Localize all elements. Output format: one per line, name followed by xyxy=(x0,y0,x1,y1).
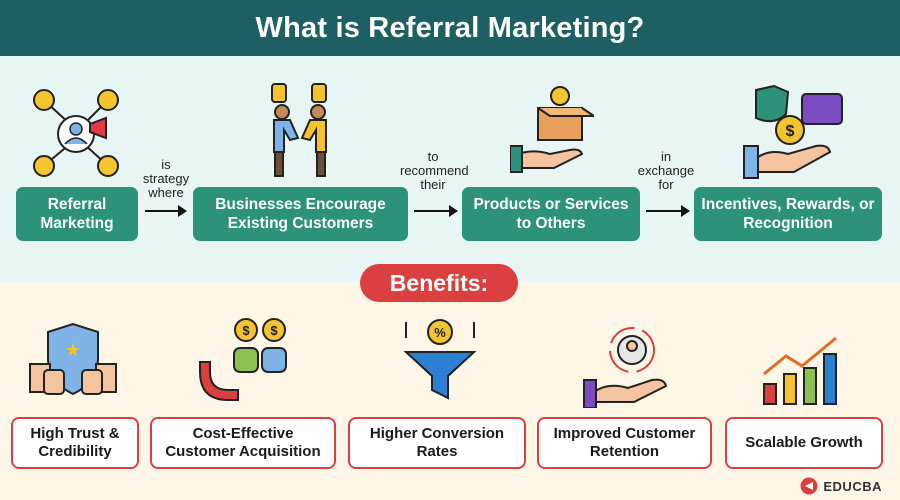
brand-name: EDUCBA xyxy=(823,478,882,494)
connector-label: in exchange for xyxy=(637,149,695,192)
step-businesses-encourage: Businesses Encourage Existing Customers xyxy=(193,187,408,241)
arrow-connector xyxy=(145,205,187,217)
retention-hand-icon xyxy=(583,327,668,408)
connector-label: to recommend their xyxy=(400,149,469,192)
benefit-cost-effective: Cost-Effective Customer Acquisition xyxy=(150,417,336,469)
magnet-customers-icon: $ $ xyxy=(199,318,287,401)
arrow-connector xyxy=(414,205,458,217)
benefit-scalable-growth: Scalable Growth xyxy=(725,417,883,469)
referral-network-icon xyxy=(33,89,119,177)
benefit-high-trust: High Trust & Credibility xyxy=(11,417,139,469)
benefits-heading: Benefits: xyxy=(360,264,518,302)
growth-chart-icon xyxy=(763,336,837,405)
benefit-higher-conversion: Higher Conversion Rates xyxy=(348,417,526,469)
step-products-services: Products or Services to Others xyxy=(462,187,640,241)
page-title: What is Referral Marketing? xyxy=(255,11,645,44)
svg-text:★: ★ xyxy=(65,340,81,361)
svg-text:$: $ xyxy=(786,123,795,140)
handshake-icon xyxy=(271,83,327,177)
brand-logo: EDUCBA xyxy=(800,477,882,495)
connector-label: is strategy where xyxy=(142,157,190,200)
arrow-connector xyxy=(646,205,690,217)
step-referral-marketing: Referral Marketing xyxy=(16,187,138,241)
trust-badge-icon: ★ xyxy=(29,322,117,396)
title-banner: What is Referral Marketing? xyxy=(0,0,900,56)
conversion-funnel-icon: % xyxy=(403,319,477,400)
product-box-hand-icon xyxy=(510,86,594,173)
rewards-hand-icon: $ xyxy=(743,84,843,179)
svg-text:$: $ xyxy=(270,323,278,338)
educba-logo-icon xyxy=(800,477,818,495)
step-incentives: Incentives, Rewards, or Recognition xyxy=(694,187,882,241)
svg-text:$: $ xyxy=(242,323,250,338)
svg-text:%: % xyxy=(434,325,446,340)
benefit-improved-retention: Improved Customer Retention xyxy=(537,417,712,469)
